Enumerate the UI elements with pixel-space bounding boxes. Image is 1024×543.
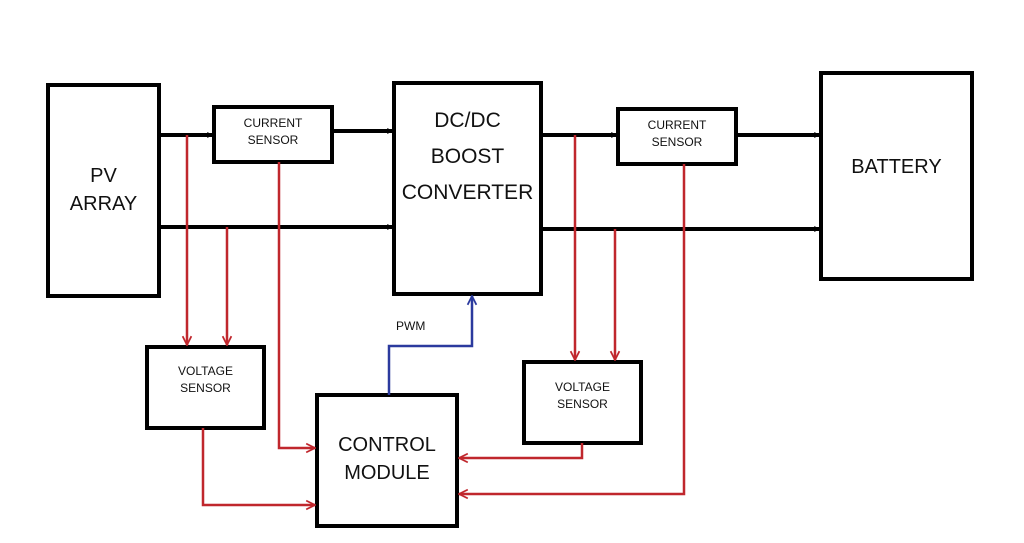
voltage-sensor-out-to-control-arrow <box>459 443 584 458</box>
battery-box <box>819 71 974 281</box>
voltage-sensor-out-box <box>522 360 643 445</box>
control-module-box <box>315 393 459 528</box>
voltage-sensor-in-to-control-arrow <box>201 428 315 505</box>
pv-array-box <box>46 83 161 298</box>
pwm-label: PWM <box>396 319 426 333</box>
current-sensor-in-box <box>212 105 334 164</box>
pwm-signal-arrow <box>387 296 472 395</box>
current-sensor-in-to-control-arrow <box>277 162 315 448</box>
boost-converter-box <box>392 81 543 296</box>
voltage-sensor-in-box <box>145 345 266 430</box>
current-sensor-out-box <box>616 107 738 166</box>
current-sensor-out-to-control-arrow <box>459 164 686 494</box>
